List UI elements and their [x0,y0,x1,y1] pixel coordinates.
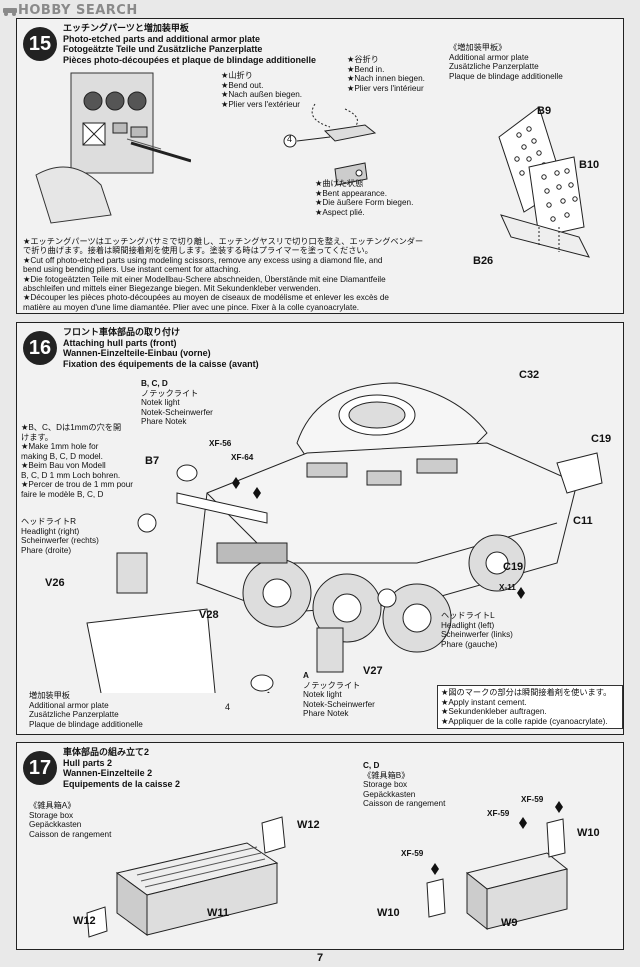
part-label: W11 [207,907,230,919]
part-label: B26 [473,255,494,267]
step-15-panel: 15 エッチングパーツと増加装甲板 Photo-etched parts and… [16,18,624,314]
storage-box-a-illustration [86,816,286,938]
storage-box-b-illustration [426,801,569,931]
part-label: B9 [537,105,552,117]
step-16-panel: 16 フロント車体部品の取り付け Attaching hull parts (f… [16,322,624,735]
hobby-search-logo: HOBBY SEARCH [2,2,138,18]
part-label: W10 [377,907,400,919]
paint-code: XF-64 [231,453,254,462]
instant-cement-note: ★図のマークの部分は瞬間接着剤を使います。★Apply instant ceme… [437,685,623,729]
step-title: フロント車体部品の取り付け Attaching hull parts (fron… [63,327,259,369]
circle-marker-4: 4 [225,702,231,712]
part-label: V27 [363,665,383,677]
part-label: C32 [519,369,540,381]
photo-etch-fret-illustration [35,72,191,224]
hull-assembly-illustration [86,382,603,693]
part-label: C11 [573,515,593,527]
part-label: W12 [297,819,320,831]
paint-code: XF-59 [487,809,510,818]
step-number: 15 [23,27,57,61]
part-label: V28 [199,609,219,621]
part-label: W9 [501,917,518,929]
part-label: B7 [145,455,160,467]
part-label: W12 [73,915,96,927]
circle-marker-4: 4 [287,134,293,144]
paint-code: XF-59 [521,795,544,804]
part-label: C19 [591,433,612,445]
paint-code: XF-56 [209,439,232,448]
step-number: 17 [23,751,57,785]
paint-code: XF-59 [401,849,424,858]
step-17-panel: 17 車体部品の組み立て2 Hull parts 2 Wannen-Einzel… [16,742,624,950]
step-title: エッチングパーツと増加装甲板 Photo-etched parts and ad… [63,23,317,65]
step-title: 車体部品の組み立て2 Hull parts 2 Wannen-Einzeltei… [63,747,181,789]
step-number: 16 [23,331,57,365]
paint-code: X-11 [499,583,516,592]
part-label: V26 [45,577,65,589]
bend-in-note: ★谷折り★Bend in. ★Nach innen biegen.★Plier … [347,55,425,93]
part-label: W10 [577,827,600,839]
photo-etch-instructions: ★エッチングパーツはエッチングバサミで切り離し、エッチングヤスリで切り口を整え、… [23,237,424,312]
bent-appearance-note: ★曲げた状態★Bent appearance. ★Die äußere Form… [315,179,414,217]
car-icon [3,8,17,16]
part-label: C19 [503,561,524,573]
part-label: B10 [579,159,600,171]
bend-out-note: ★山折り★Bend out. ★Nach außen biegen.★Plier… [221,71,303,109]
armor-plate-caption: 《増加装甲板》Additional armor plate Zusätzlich… [449,43,563,81]
logo-text: HOBBY SEARCH [18,2,138,18]
bracket-bend-illustration [283,103,377,186]
page-number: 7 [316,952,324,964]
armor-plate-illustration [498,106,590,258]
